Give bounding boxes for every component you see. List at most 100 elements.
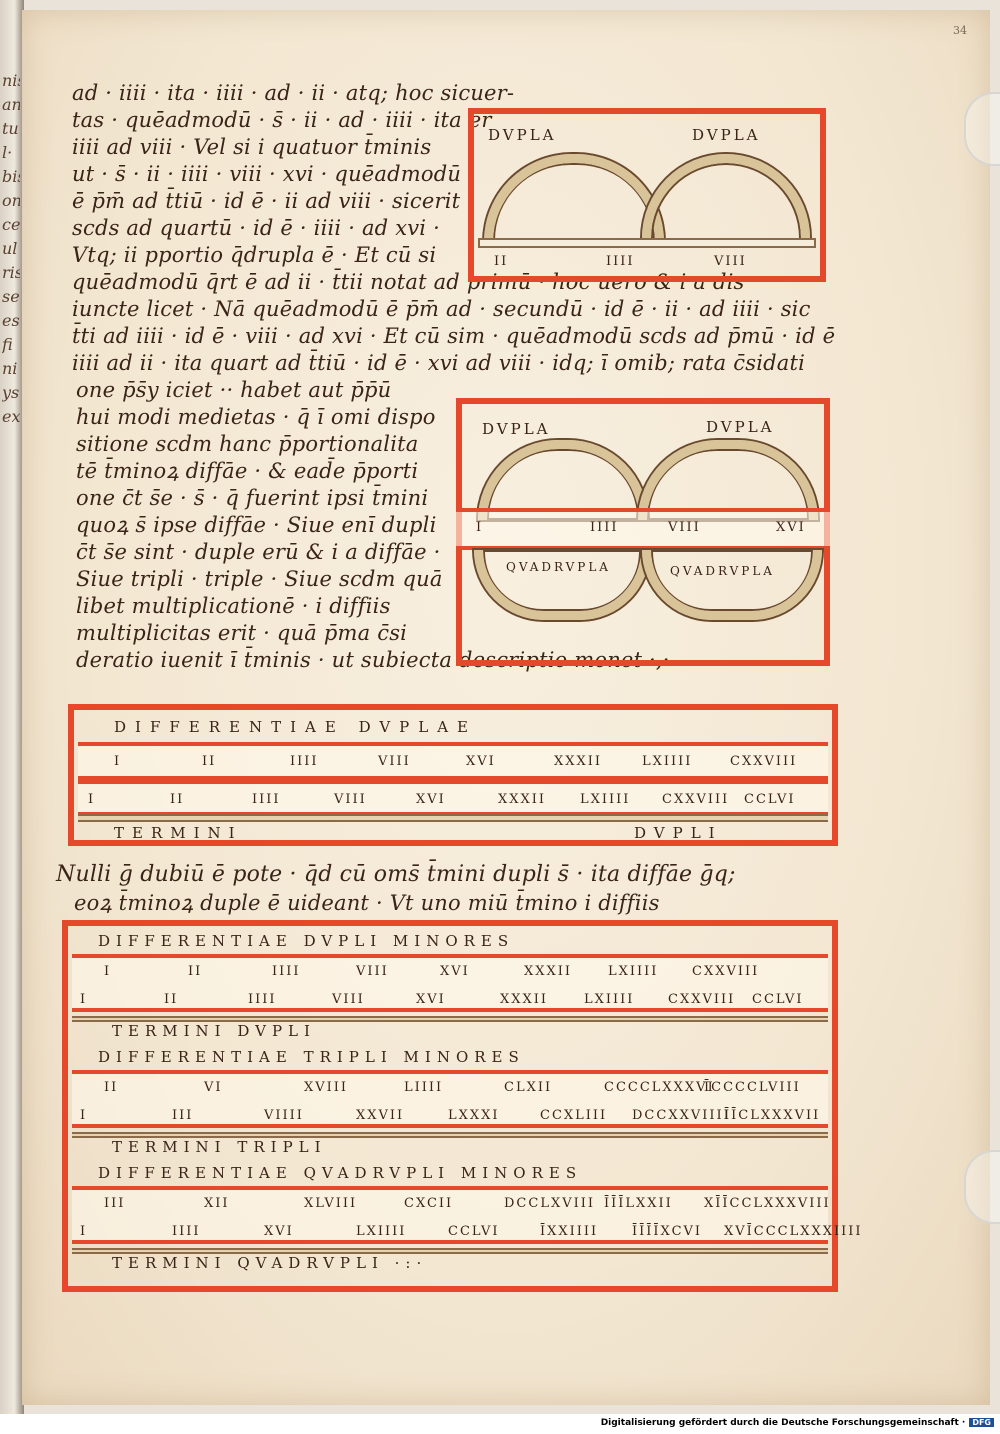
table1-row1 bbox=[78, 742, 828, 780]
table-cell: II bbox=[202, 754, 217, 769]
figure1-arch-right bbox=[642, 154, 810, 242]
table-cell: ĪĪCLXXXVII bbox=[724, 1108, 821, 1123]
folio-number: 34 bbox=[953, 24, 967, 37]
figure1-right-label: DVPLA bbox=[692, 126, 761, 144]
neighbor-fragment: l· bbox=[2, 143, 13, 162]
table-cell: VIII bbox=[356, 964, 389, 979]
table-cell: LXIIII bbox=[584, 992, 635, 1007]
text-line: one c̄t s̄e · s̄ · q̄ fuerint ipsi t̄min… bbox=[76, 486, 429, 510]
figure1-number: II bbox=[494, 254, 509, 269]
text-line: eoꝝ t̄minoꝝ duple ē uideant · Vt uno miū… bbox=[74, 891, 660, 915]
table-cell: XVI bbox=[264, 1224, 294, 1239]
table-cell: ĪĪĪĪXCVI bbox=[632, 1224, 703, 1239]
table2-section-footer: TERMINI DVPLI bbox=[112, 1022, 316, 1040]
text-line: scds ad quartū · id ē · iiii · ad xvi · bbox=[72, 216, 440, 240]
figure2-number-band bbox=[456, 508, 830, 550]
table-cell: XVIII bbox=[304, 1080, 349, 1095]
table2-tan-rule bbox=[72, 1248, 828, 1254]
dfg-credit: Digitalisierung gefördert durch die Deut… bbox=[600, 1418, 994, 1428]
table2-section-header: DIFFERENTIAE TRIPLI MINORES bbox=[98, 1048, 525, 1066]
table2-section-header: DIFFERENTIAE QVADRVPLI MINORES bbox=[98, 1164, 583, 1182]
neighbor-fragment: ysi bbox=[2, 383, 20, 402]
table-cell: CXXVIII bbox=[668, 992, 736, 1007]
neighbor-fragment: cetis bbox=[2, 215, 20, 234]
text-line: sitione scdm hanc p̄portionalita bbox=[76, 432, 419, 456]
table-cell: XII bbox=[204, 1196, 230, 1211]
table-cell: XĪĪCCLXXXVIII bbox=[704, 1196, 831, 1211]
text-line: c̄t s̄e sint · duple erū & i a diffāe · bbox=[76, 540, 441, 564]
table2-section-rows bbox=[72, 954, 828, 1012]
table1-footer-left: TERMINI bbox=[114, 824, 243, 842]
table-cell: CCLVI bbox=[448, 1224, 500, 1239]
table-cell: VIII bbox=[332, 992, 365, 1007]
table2-section-footer: TERMINI TRIPLI bbox=[112, 1138, 327, 1156]
table-cell: ĪCCCCLVIII bbox=[704, 1080, 801, 1095]
figure2-number: XVI bbox=[776, 520, 806, 535]
table-cell: XXXII bbox=[498, 792, 547, 807]
table-cell: XXXII bbox=[524, 964, 573, 979]
table-cell: IIII bbox=[290, 754, 319, 769]
table-cell: DCCXXVIIII bbox=[632, 1108, 731, 1123]
table-cell: ĪĪĪLXXII bbox=[604, 1196, 673, 1211]
neighbor-fragment: ex bbox=[2, 407, 20, 426]
table1-tan-rule bbox=[78, 814, 828, 822]
text-line: tas · quēadmodū · s̄ · ii · ad · iiii · … bbox=[72, 108, 492, 132]
table-cell: CCLVI bbox=[752, 992, 804, 1007]
table2-section-footer: TERMINI QVADRVPLI ·:· bbox=[112, 1254, 428, 1272]
text-line: ut · s̄ · ii · iiii · viii · xvi · quēad… bbox=[72, 162, 462, 186]
table-cell: I bbox=[80, 1224, 88, 1239]
text-line: Nulli ḡ dubiū ē pote · q̄d cū oms̄ t̄min… bbox=[56, 862, 736, 887]
figure1-base-bar bbox=[478, 238, 816, 248]
table-cell: XLVIII bbox=[304, 1196, 358, 1211]
figure2-top-left-label: DVPLA bbox=[482, 420, 551, 438]
table2-tan-rule bbox=[72, 1016, 828, 1022]
table-cell: CLXII bbox=[504, 1080, 553, 1095]
table-cell: XVĪCCCLXXXIIII bbox=[724, 1224, 863, 1239]
table-cell: LXIIII bbox=[356, 1224, 407, 1239]
text-line: ē p̄m̄ ad t̄tiū · id ē · ii ad viii · si… bbox=[72, 189, 461, 213]
table-cell: III bbox=[104, 1196, 126, 1211]
table-cell: CXXVIII bbox=[692, 964, 760, 979]
table-cell: II bbox=[164, 992, 179, 1007]
figure1-left-label: DVPLA bbox=[488, 126, 557, 144]
table-cell: XXXII bbox=[554, 754, 603, 769]
table-cell: LXXXI bbox=[448, 1108, 500, 1123]
table-cell: XVI bbox=[440, 964, 470, 979]
neighbor-page-edge: nisangtul·bisontcetisulrisseestifiniysie… bbox=[0, 0, 24, 1414]
text-line: iiii ad ii · ita quart ad t̄tiū · id ē ·… bbox=[72, 351, 806, 375]
table-cell: VIII bbox=[378, 754, 411, 769]
table-cell: XXXII bbox=[500, 992, 549, 1007]
table-cell: IIII bbox=[272, 964, 301, 979]
figure2-number: VIII bbox=[668, 520, 701, 535]
figure2-bottom-right-label: QVADRVPLA bbox=[670, 564, 775, 578]
table-cell: I bbox=[104, 964, 112, 979]
neighbor-fragment: ang bbox=[2, 95, 20, 114]
figure1-arch-left bbox=[484, 154, 664, 242]
dfg-logo: DFG bbox=[969, 1418, 994, 1427]
table-cell: I bbox=[80, 992, 88, 1007]
table1-footer-right: DVPLI bbox=[634, 824, 723, 842]
credit-text: Digitalisierung gefördert durch die Deut… bbox=[600, 1418, 966, 1428]
text-line: t̄ti ad iiii · id ē · viii · ad xvi · Et… bbox=[72, 324, 836, 348]
table-cell: III bbox=[172, 1108, 194, 1123]
text-line: quoꝝ s̄ ipse diffāe · Siue enī dupli bbox=[76, 513, 437, 537]
table-cell: II bbox=[170, 792, 185, 807]
table-cell: IIII bbox=[248, 992, 277, 1007]
text-line: libet multiplicationē · i diffiis bbox=[76, 594, 391, 618]
table-cell: IIII bbox=[252, 792, 281, 807]
text-line: Siue tripli · triple · Siue scdm quā bbox=[76, 567, 443, 591]
table-cell: LXIIII bbox=[608, 964, 659, 979]
table-cell: I bbox=[88, 792, 96, 807]
table2-section-rows bbox=[72, 1070, 828, 1128]
text-line: one p̄s̄y iciet ·· habet aut p̄p̄ū bbox=[76, 378, 392, 402]
table-cell: VI bbox=[204, 1080, 223, 1095]
table-cell: IIII bbox=[172, 1224, 201, 1239]
table-cell: LXIIII bbox=[642, 754, 693, 769]
table-cell: ĪXXIIII bbox=[540, 1224, 599, 1239]
table-cell: CCXLIII bbox=[540, 1108, 608, 1123]
neighbor-fragment: fi bbox=[2, 335, 13, 354]
table-cell: CCCCLXXXVI bbox=[604, 1080, 715, 1095]
table-cell: XVI bbox=[466, 754, 496, 769]
